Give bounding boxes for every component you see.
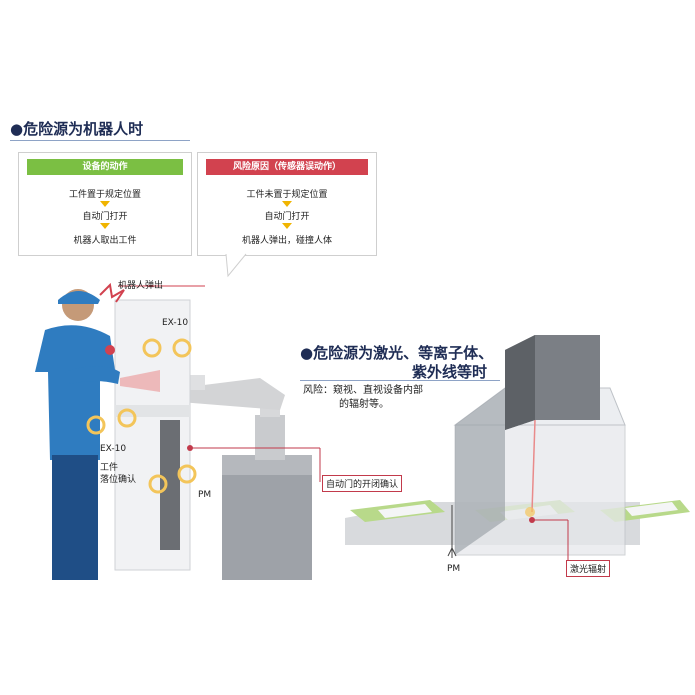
workpiece (378, 504, 432, 518)
pm-label-left: PM (198, 490, 212, 500)
collision-burst-icon (105, 345, 115, 355)
ex10-label-top: EX-10 (162, 318, 189, 328)
ex10-sensor-icon (86, 415, 106, 435)
robot-column (255, 415, 285, 460)
worker-legs (52, 455, 98, 580)
normal-step-1: 工件置于规定位置 (68, 190, 141, 200)
section2-title-line1: ●危险源为激光、等离子体、 (300, 344, 494, 362)
risk-step-2: 自动门打开 (264, 212, 310, 222)
automatic-door (160, 420, 180, 550)
robot-eject-label: 机器人弹出 (118, 281, 164, 291)
ex10-sensor-icon (172, 338, 192, 358)
robot-pedestal (222, 455, 312, 580)
worker-arm (65, 366, 120, 384)
normal-operation-header: 设备的动作 (27, 159, 183, 175)
risk-cause-box: 风险原因（传感器误动作） 工件未置于规定位置 自动门打开 机器人弹出，碰撞人体 (197, 152, 377, 256)
ex10-label-bottom: EX-10 (100, 444, 127, 454)
ex10-sensor-icon (117, 408, 137, 428)
laser-beam (531, 419, 536, 513)
callout-tail (225, 253, 247, 278)
normal-step-2: 自动门打开 (82, 212, 128, 222)
section2-underline (300, 380, 500, 381)
laser-radiation-label: 激光辐射 (566, 560, 611, 577)
section1-title: ●危险源为机器人时 (10, 120, 144, 138)
worker-body (35, 325, 115, 460)
door-check-label: 自动门的开闭确认 (322, 475, 403, 492)
robot-arm (180, 378, 285, 410)
arrow-down-icon (100, 201, 110, 207)
section2-title-line2: 紫外线等时 (412, 363, 488, 381)
robot-eject-beam (120, 370, 160, 392)
arrow-down-icon (282, 223, 292, 229)
arrow-down-icon (100, 223, 110, 229)
risk-step-1: 工件未置于规定位置 (246, 190, 328, 200)
section1-underline (10, 140, 190, 141)
normal-step-3: 机器人取出工件 (73, 236, 137, 246)
workpiece-check-label-2: 落位确认 (100, 475, 137, 485)
ex10-sensor-icon (142, 338, 162, 358)
pm-label-right: PM (447, 564, 461, 574)
risk-cause-header: 风险原因（传感器误动作） (206, 159, 368, 175)
normal-operation-box: 设备的动作 工件置于规定位置 自动门打开 机器人取出工件 (18, 152, 192, 256)
pm-sensor-icon (177, 464, 197, 484)
workpiece (625, 502, 678, 516)
radiation-risk-line1: 风险：窥视、直视设备内部 (303, 385, 423, 396)
workpiece-check-label-1: 工件 (100, 463, 119, 473)
warning-burst-icon (99, 282, 125, 303)
arrow-down-icon (282, 201, 292, 207)
radiation-risk-line2: 的辐射等。 (339, 399, 389, 410)
worker-cap (58, 291, 100, 304)
risk-step-3: 机器人弹出，碰撞人体 (241, 236, 332, 246)
pm-sensor-icon (148, 474, 168, 494)
